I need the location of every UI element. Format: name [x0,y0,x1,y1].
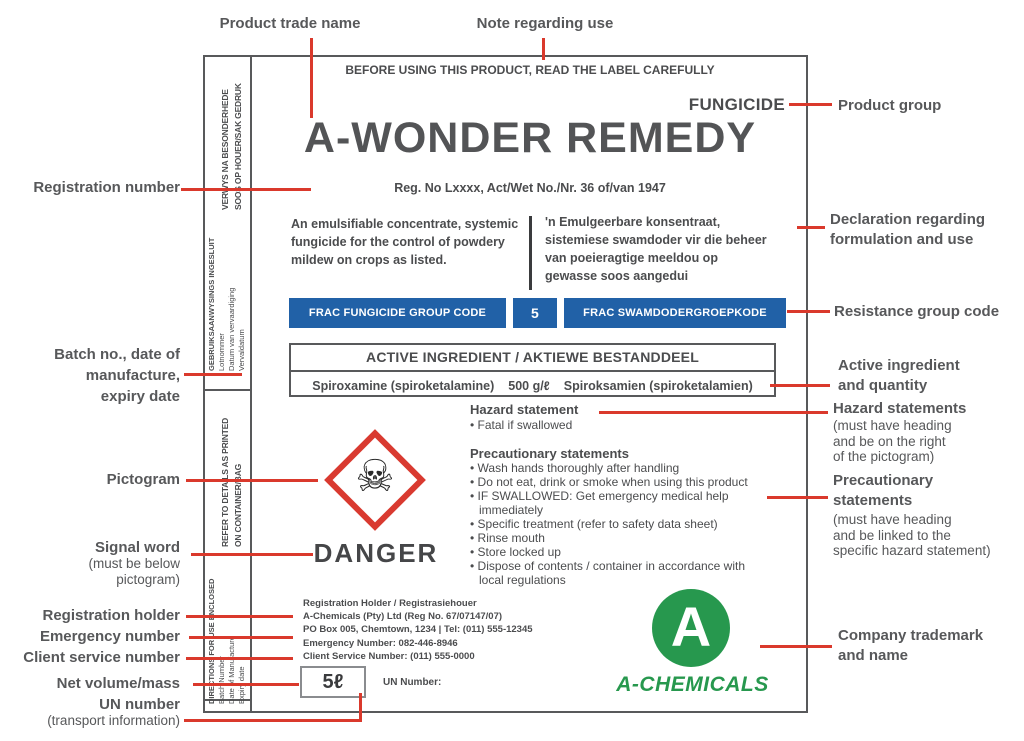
label-header-note: BEFORE USING THIS PRODUCT, READ THE LABE… [345,63,715,77]
precautionary-item: • Dispose of contents / container in acc… [470,559,746,587]
precautionary-item: • Store locked up [470,545,561,559]
annotation-precautionary-note: (must have heading and be linked to the … [833,512,991,558]
callout-line-un-number-vertical [359,693,362,722]
active-ingredient-qty: 500 g/ℓ [508,378,550,393]
sidebar-section-divider-bottom [203,699,250,701]
annotation-registration-number: Registration number [33,179,180,196]
annotation-company: Company trademark and name [838,627,984,664]
annotation-batch: Batch no., date of manufacture, expiry d… [54,346,180,405]
annotation-resistance-group: Resistance group code [834,303,1000,320]
sidebar-section-divider-top [203,389,250,391]
hazard-statement-list: • Fatal if swallowed [470,418,780,432]
sidebar-line: Datum van vervaardiging [227,287,236,371]
product-trade-name: A-WONDER REMEDY [303,114,757,162]
annotation-pictogram: Pictogram [106,471,180,488]
precautionary-item: • Do not eat, drink or smoke when using … [470,475,748,489]
precautionary-item: • IF SWALLOWED: Get emergency medical he… [470,489,729,517]
callout-line-hazard [599,411,828,414]
annotation-emergency-number: Emergency number [39,628,180,645]
annotation-product-group: Product group [838,97,942,114]
product-group: FUNGICIDE [688,95,785,114]
annotation-un-number-note: (transport information) [47,713,180,728]
callout-line-resistance-group [787,310,830,313]
company-name: A-CHEMICALS [616,673,769,696]
precautionary-item: • Wash hands thoroughly after handling [470,461,680,475]
active-ingredient-row: Spiroxamine (spiroketalamine) 500 g/ℓ Sp… [291,372,774,399]
precautionary-heading: Precautionary statements [470,446,629,461]
callout-line-client-service [186,657,293,660]
callout-line-net-volume [193,683,299,686]
annotation-net-volume: Net volume/mass [56,675,180,692]
annotation-note-regarding-use: Note regarding use [476,15,614,32]
holder-line: A-Chemicals (Pty) Ltd (Reg No. 67/07147/… [303,611,503,623]
annotation-registration-holder: Registration holder [42,607,180,624]
callout-line-batch [184,373,242,376]
net-volume-box: 5ℓ [300,666,366,698]
sidebar-line: GEBRUIKSAANWYSINGS INGESLUIT [207,237,216,371]
annotation-active-ingredient: Active ingredient and quantity [838,357,960,394]
holder-line: Client Service Number: (011) 555-0000 [303,650,475,662]
registration-number-line: Reg. No Lxxxx, Act/Wet No./Nr. 36 of/van… [394,181,666,195]
declaration-divider [529,216,532,290]
annotation-signal-word: Signal word [94,539,180,556]
precautionary-item: • Specific treatment (refer to safety da… [470,517,718,531]
annotation-hazard-note: (must have heading and be on the right o… [833,418,952,464]
precautionary-item: • Rinse mouth [470,531,545,545]
callout-line-product-group [789,103,832,106]
annotation-signal-word-note: (must be below pictogram) [88,556,180,587]
callout-line-declaration [797,226,825,229]
annotation-client-service: Client service number [23,649,180,666]
sidebar-line: REFER TO DETAILS AS PRINTED [220,417,230,547]
annotation-product-trade-name: Product trade name [219,15,361,32]
holder-line: Registration Holder / Registrasiehouer [303,598,477,609]
callout-line-registration-number [181,188,311,191]
holder-line: Emergency Number: 082-446-8946 [303,637,458,649]
active-ingredient-en: Spiroxamine (spiroketalamine) [312,378,495,393]
sidebar-line: Vervaldatum [237,329,246,371]
sidebar-line: Lotnommer [217,333,226,371]
callout-line-pictogram [186,479,318,482]
callout-line-note-regarding-use [542,38,545,60]
hazard-statement-heading: Hazard statement [470,402,579,417]
annotation-precautionary: Precautionary statements [833,472,934,509]
declaration-english: An emulsifiable concentrate, systemic fu… [291,217,519,267]
frac-code-value: 5 [513,298,557,328]
company-logo: A [652,589,730,667]
frac-group-code-af: FRAC SWAMDODERGROEPKODE [564,298,786,328]
callout-line-precautionary [767,496,828,499]
un-number-label: UN Number: [383,677,442,688]
sidebar-divider [250,55,252,713]
annotation-un-number: UN number [99,696,180,713]
active-ingredient-af: Spiroksamien (spiroketalamien) [563,378,753,393]
declaration-afrikaans: 'n Emulgeerbare konsentraat, sistemiese … [545,215,767,283]
annotation-declaration: Declaration regarding formulation and us… [830,211,986,248]
sidebar-line: ON CONTAINER/BAG [233,463,243,547]
callout-line-registration-holder [186,615,293,618]
callout-line-product-trade-name [310,38,313,118]
skull-crossbones-icon: ☠ [355,452,395,501]
callout-line-emergency-number [189,636,293,639]
callout-line-signal-word [191,553,313,556]
signal-word: DANGER [313,538,439,568]
hazard-item: • Fatal if swallowed [470,418,573,432]
holder-line: PO Box 005, Chemtown, 1234 | Tel: (011) … [303,624,533,636]
frac-group-code-en: FRAC FUNGICIDE GROUP CODE [289,298,506,328]
callout-line-un-number-horizontal [184,719,362,722]
precautionary-list: • Wash hands thoroughly after handling• … [470,461,780,587]
callout-line-company [760,645,832,648]
annotation-hazard: Hazard statements [833,400,967,417]
callout-line-active-ingredient [770,384,830,387]
active-ingredient-box: ACTIVE INGREDIENT / AKTIEWE BESTANDDEEL … [289,343,776,397]
active-ingredient-heading: ACTIVE INGREDIENT / AKTIEWE BESTANDDEEL [291,345,774,372]
